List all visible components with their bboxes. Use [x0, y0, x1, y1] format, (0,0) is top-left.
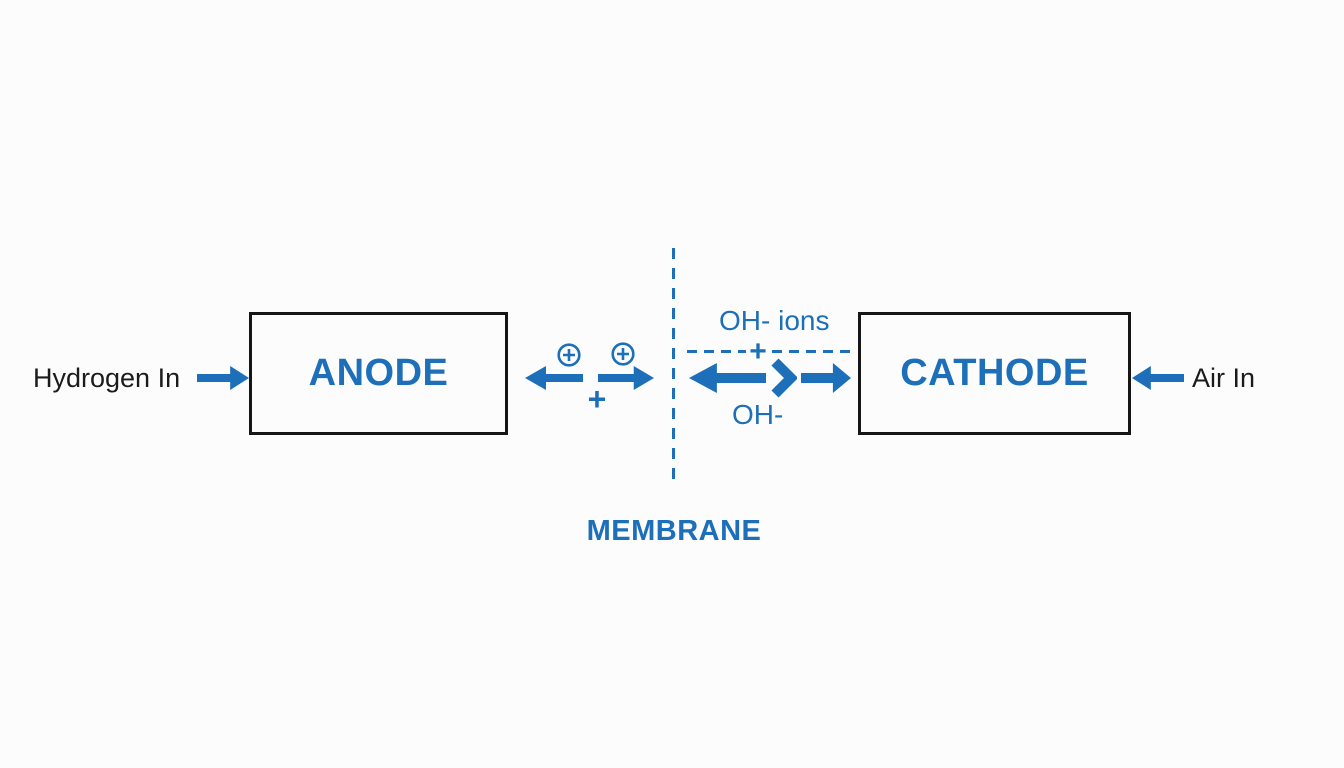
hydroxide-ions-label: OH- ions — [719, 305, 830, 336]
proton-arrow-right-icon — [598, 366, 654, 390]
hydroxide-path-line — [772, 350, 850, 353]
air-in-label: Air In — [1192, 363, 1256, 393]
cathode-label: CATHODE — [900, 351, 1089, 394]
membrane-label: MEMBRANE — [586, 515, 762, 547]
anode-label: ANODE — [308, 351, 449, 394]
hydroxide-arrow-left-icon — [689, 363, 766, 393]
cathode-box: CATHODE — [858, 312, 1131, 435]
proton-arrow-left-icon — [525, 366, 583, 390]
air-in-arrow-icon — [1132, 366, 1184, 390]
hydrogen-in-arrow-icon — [197, 366, 249, 390]
proton-plus-label: + — [587, 381, 607, 417]
hydroxide-plus-label: + — [749, 335, 767, 368]
hydroxide-arrow-right-icon — [801, 363, 851, 393]
hydrogen-in-label: Hydrogen In — [33, 363, 181, 393]
positive-ion-icon — [611, 342, 635, 366]
anode-box: ANODE — [249, 312, 508, 435]
hydroxide-chevron-icon — [771, 358, 797, 398]
positive-ion-icon — [557, 343, 581, 367]
hydroxide-path-line — [687, 350, 746, 353]
membrane-divider-line — [672, 248, 675, 488]
hydroxide-label: OH- — [732, 399, 784, 430]
